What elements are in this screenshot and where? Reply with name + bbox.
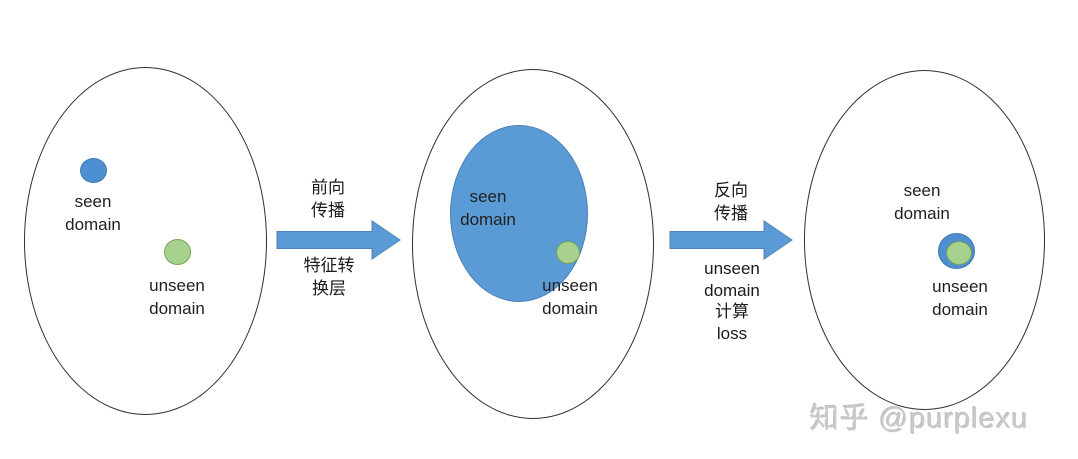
stage3-seen-domain-label: seen domain [894,181,950,223]
stage1-seen-domain-label: seen domain [65,192,121,234]
stage3-outer-ellipse [804,70,1045,410]
stage3-unseen-domain-dot [946,241,972,265]
stage3-unseen-domain-label: unseen domain [932,277,988,319]
backward-propagation-label: 反向 传播 [714,181,748,223]
watermark: 知乎 @purplexu [810,403,1029,435]
stage2-seen-domain-region [450,125,588,302]
backward-arrow [669,220,793,260]
stage1-unseen-domain-dot [164,239,191,265]
stage1-seen-domain-dot [80,158,107,183]
stage1-outer-ellipse [24,67,267,415]
forward-propagation-label: 前向 传播 [311,178,345,220]
stage2-seen-domain-label: seen domain [460,187,516,229]
stage1-unseen-domain-label: unseen domain [149,276,205,318]
stage2-unseen-domain-dot [556,241,580,264]
feature-transform-layer-label: 特征转 换层 [303,256,355,298]
stage2-unseen-domain-label: unseen domain [542,276,598,318]
unseen-domain-loss-label: unseen domain 计算 loss [704,259,760,343]
